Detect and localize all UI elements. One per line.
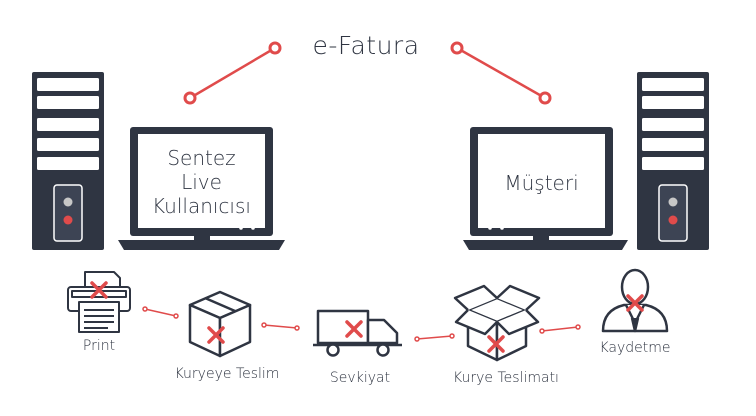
left-connector-line <box>189 46 276 100</box>
left-screen <box>138 134 265 228</box>
open-box-cross-icon <box>487 335 505 353</box>
step-connector-line <box>144 308 177 317</box>
left-monitor-icon <box>118 127 285 250</box>
title-connectors <box>189 46 546 100</box>
step-label-print: Print <box>82 338 116 354</box>
right-connector-line <box>456 46 546 100</box>
step-connector-line <box>263 324 298 329</box>
step-connector-line <box>416 335 453 340</box>
left-tower-icon <box>32 72 104 250</box>
person-cross-icon <box>626 294 644 312</box>
step-label-sevkiyat: Sevkiyat <box>329 370 391 386</box>
connector-node <box>183 91 197 105</box>
box-cross-icon <box>207 326 225 344</box>
truck-cross-icon <box>345 320 363 338</box>
left-screen-line: Sentez <box>167 146 236 170</box>
box-icon <box>188 290 252 358</box>
person-icon <box>601 268 669 333</box>
step-label-kaydetme: Kaydetme <box>599 340 671 356</box>
left-screen-label: Sentez Live Kullanıcısı <box>138 146 265 218</box>
left-screen-line: Kullanıcısı <box>152 194 251 218</box>
step-connector-dots <box>142 306 581 342</box>
connector-node <box>450 41 464 55</box>
connector-node <box>538 91 552 105</box>
connector-node <box>268 41 282 55</box>
step-connector-line <box>541 326 579 332</box>
step-label-kuryeye-teslim: Kuryeye Teslim <box>174 366 280 382</box>
right-screen-label: Müşteri <box>504 171 579 195</box>
right-tower-icon <box>637 72 709 250</box>
right-monitor-icon <box>463 127 628 250</box>
step-label-kurye-teslimati: Kurye Teslimatı <box>453 370 559 386</box>
printer-cross-icon <box>90 281 108 299</box>
connector-nodes <box>183 41 552 105</box>
truck-icon <box>313 309 402 357</box>
step-connectors <box>144 308 579 340</box>
right-screen <box>478 134 605 228</box>
diagram-title: e-Fatura <box>312 31 420 60</box>
printer-icon <box>67 271 131 333</box>
left-screen-line: Live <box>181 170 222 194</box>
open-box-icon <box>453 284 541 362</box>
